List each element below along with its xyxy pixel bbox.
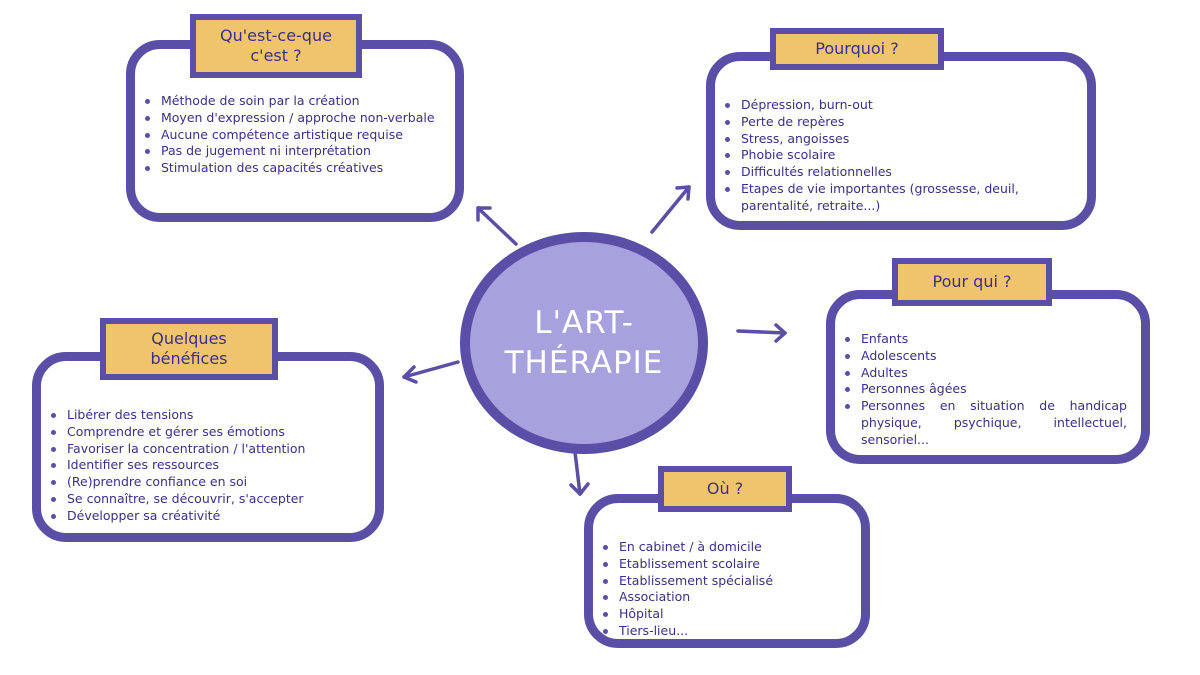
card-benefits-title-line2: bénéfices [150, 349, 228, 368]
arrow-to-for-whom [736, 323, 787, 343]
list-item: Identifier ses ressources [51, 457, 375, 474]
list-item: Aucune compétence artistique requise [145, 127, 455, 144]
card-benefits-title: Quelques bénéfices [100, 318, 278, 380]
list-item: Libérer des tensions [51, 407, 375, 424]
what-list: Méthode de soin par la création Moyen d'… [135, 93, 455, 177]
central-topic: L'ART- THÉRAPIE [460, 232, 708, 454]
arrow-to-what [476, 206, 518, 246]
for-whom-list: Enfants Adolescents Adultes Personnes âg… [835, 331, 1127, 449]
card-for-whom-title: Pour qui ? [892, 258, 1052, 306]
list-item: Personnes âgées [845, 381, 1127, 398]
card-what-title-line1: Qu'est-ce-que [220, 26, 332, 45]
list-item: Stress, angoisses [725, 131, 1067, 148]
card-what-title: Qu'est-ce-que c'est ? [190, 14, 362, 78]
arrow-to-where [569, 450, 590, 496]
card-for-whom-title-text: Pour qui ? [932, 272, 1012, 291]
card-for-whom: Enfants Adolescents Adultes Personnes âg… [826, 290, 1150, 464]
card-benefits: Libérer des tensions Comprendre et gérer… [32, 352, 384, 542]
list-item: Pas de jugement ni interprétation [145, 143, 455, 160]
list-item: Etablissement scolaire [603, 556, 861, 573]
card-why-title: Pourquoi ? [770, 28, 944, 70]
card-what-title-line2: c'est ? [250, 46, 302, 65]
list-item: Phobie scolaire [725, 147, 1067, 164]
list-item: Etapes de vie importantes (grossesse, de… [725, 181, 1067, 215]
why-list: Dépression, burn-out Perte de repères St… [715, 97, 1067, 215]
list-item: Comprendre et gérer ses émotions [51, 424, 375, 441]
arrow-to-why [650, 185, 691, 234]
list-item: Tiers-lieu... [603, 623, 861, 640]
card-where: En cabinet / à domicile Etablissement sc… [584, 494, 870, 648]
list-item: Adultes [845, 365, 1127, 382]
list-item: En cabinet / à domicile [603, 539, 861, 556]
card-benefits-title-line1: Quelques [151, 329, 227, 348]
list-item: Dépression, burn-out [725, 97, 1067, 114]
list-item: Association [603, 589, 861, 606]
card-where-title: Où ? [658, 466, 792, 512]
benefits-list: Libérer des tensions Comprendre et gérer… [41, 407, 375, 525]
list-item: Difficultés relationnelles [725, 164, 1067, 181]
card-why-title-text: Pourquoi ? [815, 39, 899, 58]
list-item: Etablissement spécialisé [603, 573, 861, 590]
list-item: Favoriser la concentration / l'attention [51, 441, 375, 458]
central-topic-line2: THÉRAPIE [504, 345, 664, 381]
list-item: Enfants [845, 331, 1127, 348]
list-item: Se connaître, se découvrir, s'accepter [51, 491, 375, 508]
list-item: Moyen d'expression / approche non-verbal… [145, 110, 455, 127]
list-item: Stimulation des capacités créatives [145, 160, 455, 177]
list-item: Développer sa créativité [51, 508, 375, 525]
central-topic-line1: L'ART- [534, 305, 634, 341]
list-item: Adolescents [845, 348, 1127, 365]
list-item: (Re)prendre confiance en soi [51, 474, 375, 491]
card-why: Dépression, burn-out Perte de repères St… [706, 52, 1096, 230]
card-where-title-text: Où ? [706, 479, 744, 498]
list-item: Méthode de soin par la création [145, 93, 455, 110]
where-list: En cabinet / à domicile Etablissement sc… [593, 539, 861, 640]
list-item: Personnes en situation de handicap physi… [845, 398, 1127, 447]
list-item: Perte de repères [725, 114, 1067, 131]
list-item: Hôpital [603, 606, 861, 623]
arrow-to-benefits [402, 360, 460, 384]
